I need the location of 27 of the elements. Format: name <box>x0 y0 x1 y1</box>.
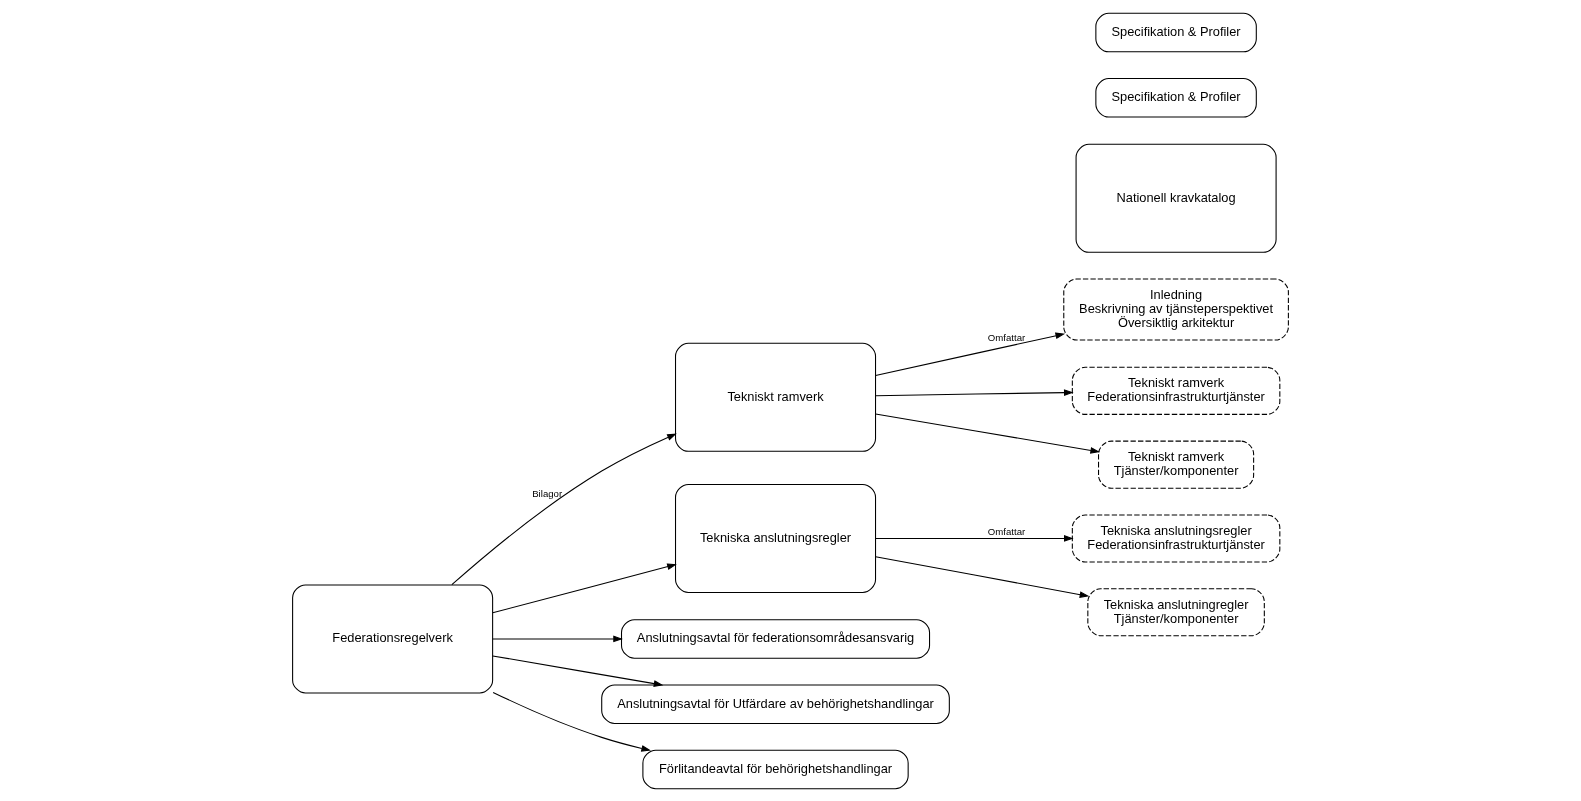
node-box: Tekniskt ramverk Federationsinfrastrukturtjänster <box>1071 366 1281 415</box>
node-box: Nationell kravkatalog <box>1075 143 1277 253</box>
node-box: Inledning Beskrivning av tjänsteperspektivet Översiktlig arkitektur <box>1063 278 1289 341</box>
node-box: Tekniskt ramverk <box>675 342 877 452</box>
node-box: Tekniskt ramverk Tjänster/komponenter <box>1098 440 1255 489</box>
arrow <box>492 635 623 642</box>
node-box: Tekniska anslutningregler Tjänster/komponenter <box>1087 587 1265 636</box>
arrow <box>875 555 1090 598</box>
node-box: Anslutningsavtal för federationsområdesansvarig <box>620 618 931 659</box>
node-box: Specifikation & Profiler <box>1095 77 1257 118</box>
arrow <box>451 432 677 585</box>
node-box: Anslutningsavtal för Utfärdare av behörighetshandlingar <box>601 683 950 724</box>
arrow <box>492 691 651 752</box>
node-box: Förlitandeavtal för behörighetshandlingar <box>642 749 909 789</box>
arrow <box>875 534 1074 542</box>
node-box: Tekniska anslutningsregler <box>675 483 877 593</box>
arrow <box>492 654 664 687</box>
node-box: Tekniska anslutningsregler Federationsinfrastrukturtjänster <box>1071 513 1281 562</box>
edge-label: Omfattar <box>987 525 1026 537</box>
arrow <box>875 332 1066 376</box>
node-box: Federationsregelverk <box>292 583 494 694</box>
arrow <box>492 562 677 613</box>
arrow <box>875 388 1074 396</box>
arrow <box>875 412 1101 454</box>
node-box: Specifikation & Profiler <box>1095 12 1257 52</box>
edge-label: Bilagor <box>532 487 563 499</box>
edge-label: Omfattar <box>987 331 1026 343</box>
